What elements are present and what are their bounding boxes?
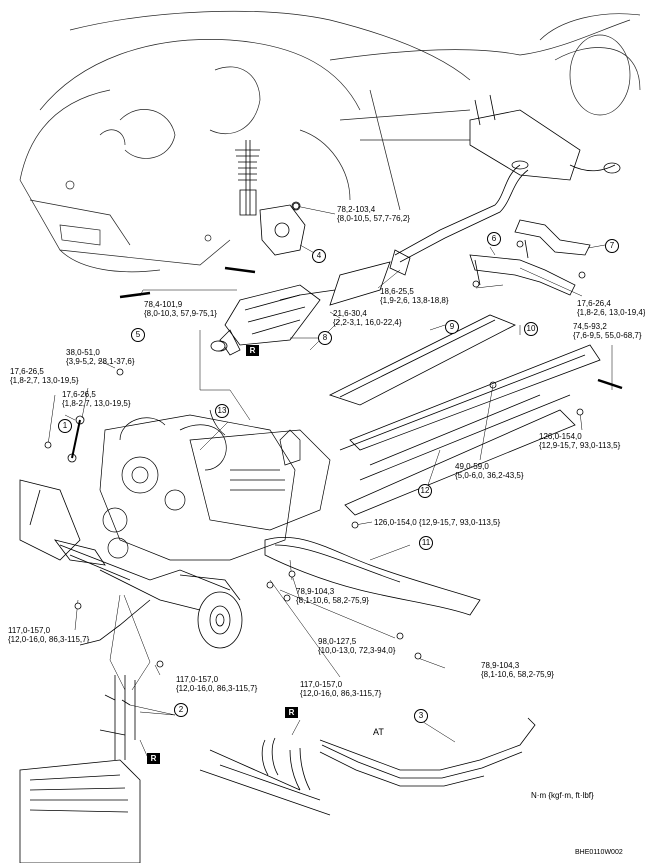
torque-label-10: 126,0-154,0 {12,9-15,7, 93,0-113,5}: [539, 432, 620, 450]
torque-value-alt-units: {1,8-2,6, 13,0-19,4}: [577, 308, 645, 317]
torque-value: 78,9-104,3: [296, 587, 335, 596]
torque-value-alt-units: {12,9-15,7, 93,0-113,5}: [539, 441, 621, 450]
torque-value-alt-units: {3,9-5,2, 28,1-37,6}: [66, 357, 135, 366]
torque-label-2: 18,6-25,5 {1,9-2,6, 13,8-18,8}: [380, 287, 449, 305]
torque-value-alt-units: {12,0-16,0, 86,3-115,7}: [176, 684, 258, 693]
torque-value-alt-units: {8,0-10,3, 57,9-75,1}: [144, 309, 217, 318]
torque-value: 117,0-157,0: [300, 680, 343, 689]
torque-value-alt-units: {12,0-16,0, 86,3-115,7}: [300, 689, 382, 698]
torque-label-11: 49,0-59,0 {5,0-6,0, 36,2-43,5}: [455, 462, 524, 480]
callout-4: 4: [312, 249, 326, 263]
stabilizer-link: [67, 415, 85, 463]
torque-value: 126,0-154,0: [539, 432, 582, 441]
torque-value-alt-units: {2,2-3,1, 16,0-22,4}: [333, 318, 402, 327]
torque-value-alt-units: {5,0-6,0, 36,2-43,5}: [455, 471, 524, 480]
bolts: [119, 266, 623, 390]
torque-label-8: 17,6-26,5 {1,8-2,7, 13,0-19,5}: [10, 367, 79, 385]
torque-label-16: 117,0-157,0 {12,0-16,0, 86,3-115,7}: [176, 675, 257, 693]
torque-value-alt-units: {1,9-2,6, 13,8-18,8}: [380, 296, 449, 305]
engine-assembly: [99, 409, 331, 561]
torque-label-15: 98,0-127,5 {10,0-13,0, 72,3-94,0}: [318, 637, 395, 655]
torque-value: 17,6-26,4: [577, 299, 611, 308]
torque-value: 98,0-127,5: [318, 637, 357, 646]
torque-label-3: 78,4-101,9 {8,0-10,3, 57,9-75,1}: [144, 300, 217, 318]
leader-lines: [47, 205, 613, 759]
torque-label-14: 117,0-157,0 {12,0-16,0, 86,3-115,7}: [8, 626, 89, 644]
car-body: [19, 10, 641, 273]
torque-value-alt-units: {10,0-13,0, 72,3-94,0}: [318, 646, 396, 655]
torque-value-alt-units: {8,0-10,5, 57,7-76,2}: [337, 214, 410, 223]
torque-label-5: 17,6-26,4 {1,8-2,6, 13,0-19,4}: [577, 299, 645, 317]
torque-label-13: 78,9-104,3 {8,1-10,6, 58,2-75,9}: [296, 587, 369, 605]
torque-label-18: 117,0-157,0 {12,0-16,0, 86,3-115,7}: [300, 680, 381, 698]
callout-1: 1: [58, 419, 72, 433]
exhaust-system: [212, 94, 621, 356]
torque-value: 126,0-154,0 {12,9-15,7, 93,0-113,5}: [374, 518, 501, 527]
torque-value: 18,6-25,5: [380, 287, 414, 296]
knuckle-part: [259, 201, 306, 256]
front-suspension: [19, 479, 243, 649]
torque-value: 21,6-30,4: [333, 309, 367, 318]
torque-value: 17,6-26,5: [10, 367, 44, 376]
callout-12: 12: [418, 484, 432, 498]
torque-value-alt-units: {1,8-2,7, 13,0-19,5}: [62, 399, 131, 408]
unit-note: N·m {kgf·m, ft·lbf}: [531, 791, 594, 800]
figure-reference: BHE0110W002: [575, 849, 623, 856]
callout-11: 11: [419, 536, 433, 550]
brackets: [469, 219, 591, 296]
nuts: [44, 202, 586, 668]
torque-label-9: 17,6-26,5 {1,8-2,7, 13,0-19,5}: [62, 390, 131, 408]
support-frames: [328, 314, 601, 516]
callout-6: 6: [487, 232, 501, 246]
torque-value: 117,0-157,0: [8, 626, 51, 635]
at-label: AT: [373, 727, 384, 737]
replace-marker-line: R: [147, 753, 160, 764]
callout-3: 3: [414, 709, 428, 723]
fluid-lines: [19, 675, 536, 863]
front-strut: [235, 140, 260, 216]
torque-value: 49,0-59,0: [455, 462, 489, 471]
torque-value-alt-units: {8,1-10,6, 58,2-75,9}: [481, 670, 554, 679]
torque-value: 78,4-101,9: [144, 300, 183, 309]
callout-7: 7: [605, 239, 619, 253]
torque-value: 78,2-103,4: [337, 205, 376, 214]
torque-label-6: 74,5-93,2 {7,6-9,5, 55,0-68,7}: [573, 322, 642, 340]
torque-label-4: 21,6-30,4 {2,2-3,1, 16,0-22,4}: [333, 309, 402, 327]
torque-label-1: 78,2-103,4 {8,0-10,5, 57,7-76,2}: [337, 205, 410, 223]
torque-value: 38,0-51,0: [66, 348, 100, 357]
torque-value-alt-units: {12,0-16,0, 86,3-115,7}: [8, 635, 90, 644]
torque-label-12: 126,0-154,0 {12,9-15,7, 93,0-113,5}: [374, 518, 500, 527]
torque-label-17: 78,9-104,3 {8,1-10,6, 58,2-75,9}: [481, 661, 554, 679]
callout-9: 9: [445, 320, 459, 334]
torque-value: 74,5-93,2: [573, 322, 607, 331]
callout-10: 10: [524, 322, 538, 336]
torque-value: 117,0-157,0: [176, 675, 219, 684]
replace-marker-gasket: R: [246, 345, 259, 356]
torque-value: 17,6-26,5: [62, 390, 96, 399]
replace-marker-at-line: R: [285, 707, 298, 718]
torque-value: 78,9-104,3: [481, 661, 520, 670]
callout-13: 13: [215, 404, 229, 418]
crossmember: [264, 536, 481, 616]
torque-value-alt-units: {7,6-9,5, 55,0-68,7}: [573, 331, 642, 340]
callout-8: 8: [318, 331, 332, 345]
callout-2: 2: [174, 703, 188, 717]
callout-5: 5: [131, 328, 145, 342]
torque-value-alt-units: {8,1-10,6, 58,2-75,9}: [296, 596, 369, 605]
torque-value-alt-units: {1,8-2,7, 13,0-19,5}: [10, 376, 79, 385]
torque-label-7: 38,0-51,0 {3,9-5,2, 28,1-37,6}: [66, 348, 135, 366]
